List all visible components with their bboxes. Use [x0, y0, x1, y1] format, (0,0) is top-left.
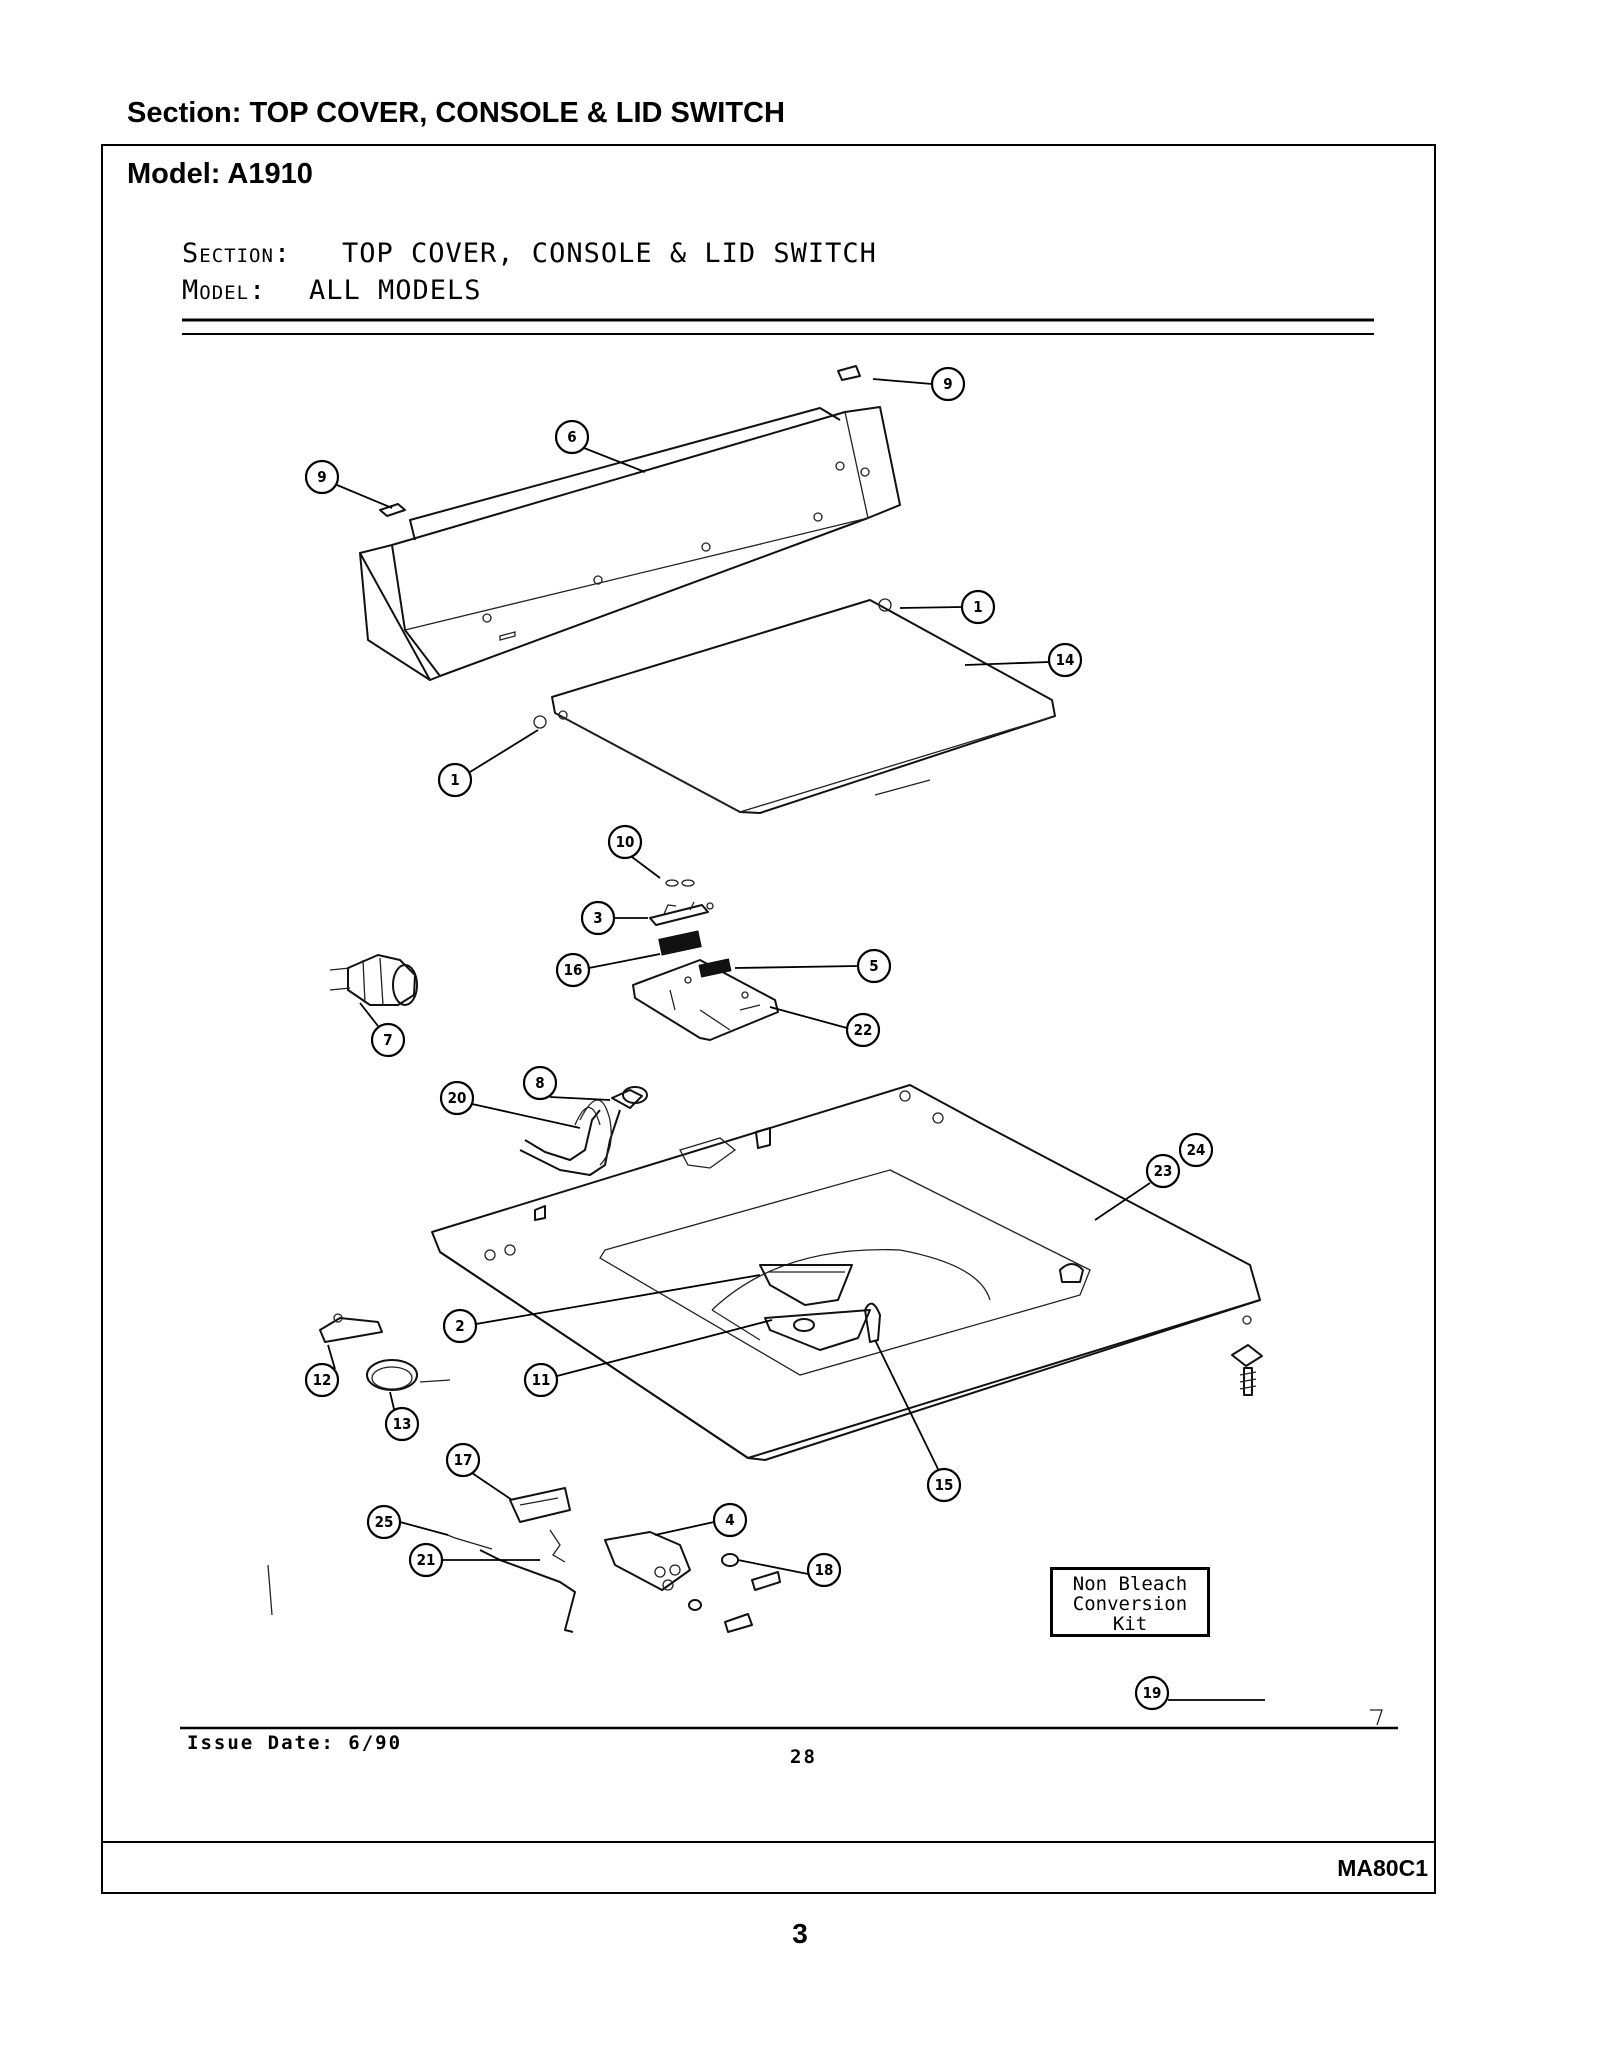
page-frame: [101, 144, 1436, 1894]
model-heading: Model: A1910: [127, 158, 313, 190]
svg-text:24: 24: [1187, 1141, 1206, 1159]
callout-5: 5: [856, 948, 892, 984]
callout-16: 16: [555, 952, 591, 988]
ring-part: [366, 1359, 451, 1391]
svg-text:10: 10: [616, 833, 635, 851]
callout-24: 24: [1178, 1132, 1214, 1168]
callout-1-right: 1: [960, 589, 996, 625]
drawing-model-label: Model:: [182, 275, 267, 306]
svg-text:6: 6: [567, 428, 576, 446]
switch-housing-part: [604, 1531, 691, 1591]
callout-12: 12: [304, 1362, 340, 1398]
callout-3: 3: [580, 900, 616, 936]
callout-9-left: 9: [304, 459, 340, 495]
callout-7: 7: [370, 1022, 406, 1058]
callout-11: 11: [523, 1362, 559, 1398]
clip-9-right: [837, 365, 861, 381]
svg-text:1: 1: [450, 771, 459, 789]
callout-8: 8: [522, 1065, 558, 1101]
callout-18: 18: [806, 1552, 842, 1588]
svg-text:5: 5: [869, 957, 878, 975]
page-number: 3: [792, 1918, 808, 1949]
exploded-parts-diagram: 9 6 9 1 14 1 10 3 16 5 22 7 8 20 24 23 2…: [180, 318, 1398, 1730]
callout-25: 25: [366, 1504, 402, 1540]
kit-line-1: Non Bleach: [1072, 1573, 1188, 1595]
svg-text:18: 18: [815, 1561, 834, 1579]
drawing-page-ref: 28: [790, 1746, 817, 1768]
callout-1-left: 1: [437, 762, 473, 798]
svg-text:3: 3: [593, 909, 602, 927]
plug-part: [329, 954, 418, 1006]
section-heading: Section: TOP COVER, CONSOLE & LID SWITCH: [127, 97, 785, 129]
svg-text:15: 15: [935, 1476, 954, 1494]
drawing-model-value: ALL MODELS: [309, 275, 482, 306]
svg-text:4: 4: [725, 1511, 734, 1529]
issue-date: Issue Date: 6/90: [187, 1732, 403, 1754]
hinge-clip-part: [319, 1313, 383, 1343]
svg-text:23: 23: [1154, 1162, 1173, 1180]
callout-22: 22: [845, 1012, 881, 1048]
document-code: MA80C1: [1337, 1855, 1428, 1881]
actuator-rod-part: [444, 1529, 576, 1633]
callout-2: 2: [442, 1308, 478, 1344]
svg-text:20: 20: [448, 1089, 467, 1107]
lid-lever-part: [509, 1487, 571, 1523]
svg-text:22: 22: [854, 1021, 873, 1039]
callout-13: 13: [384, 1406, 420, 1442]
corner-bracket-screw: [1231, 1344, 1263, 1396]
callout-14: 14: [1047, 642, 1083, 678]
svg-text:2: 2: [455, 1317, 464, 1335]
callout-15: 15: [926, 1467, 962, 1503]
kit-line-2: Conversion: [1072, 1593, 1188, 1615]
dispenser-part: [759, 1264, 881, 1351]
callout-6: 6: [554, 419, 590, 455]
svg-text:8: 8: [535, 1074, 544, 1092]
svg-text:1: 1: [973, 598, 982, 616]
svg-text:11: 11: [532, 1371, 551, 1389]
callout-21: 21: [408, 1542, 444, 1578]
clip-9-left: [379, 503, 406, 517]
drawing-section-value: TOP COVER, CONSOLE & LID SWITCH: [342, 238, 877, 269]
callout-20: 20: [439, 1080, 475, 1116]
svg-text:7: 7: [383, 1031, 392, 1049]
callout-23: 23: [1145, 1153, 1181, 1189]
callout-4: 4: [712, 1502, 748, 1538]
callout-19: 19: [1134, 1675, 1170, 1711]
callout-17: 17: [445, 1442, 481, 1478]
drawing-section-label: Section:: [182, 238, 292, 269]
top-cover-part: [431, 1084, 1261, 1461]
lid-part: [533, 598, 1056, 814]
wire-harness-part: [519, 1086, 648, 1176]
frame-divider: [101, 1841, 1436, 1843]
callout-9-top: 9: [930, 366, 966, 402]
svg-text:17: 17: [454, 1451, 473, 1469]
svg-text:16: 16: [564, 961, 583, 979]
kit-line-3: Kit: [1112, 1613, 1148, 1635]
svg-text:13: 13: [393, 1415, 412, 1433]
svg-text:19: 19: [1143, 1684, 1162, 1702]
console-part: [359, 406, 901, 681]
callout-10: 10: [607, 824, 643, 860]
svg-text:14: 14: [1056, 651, 1075, 669]
non-bleach-kit-box: Non Bleach Conversion Kit: [1050, 1567, 1210, 1637]
svg-text:9: 9: [943, 375, 952, 393]
svg-text:21: 21: [417, 1551, 436, 1569]
lid-switch-assembly: [632, 879, 779, 1041]
svg-text:9: 9: [317, 468, 326, 486]
svg-text:25: 25: [375, 1513, 394, 1531]
svg-text:12: 12: [313, 1371, 332, 1389]
